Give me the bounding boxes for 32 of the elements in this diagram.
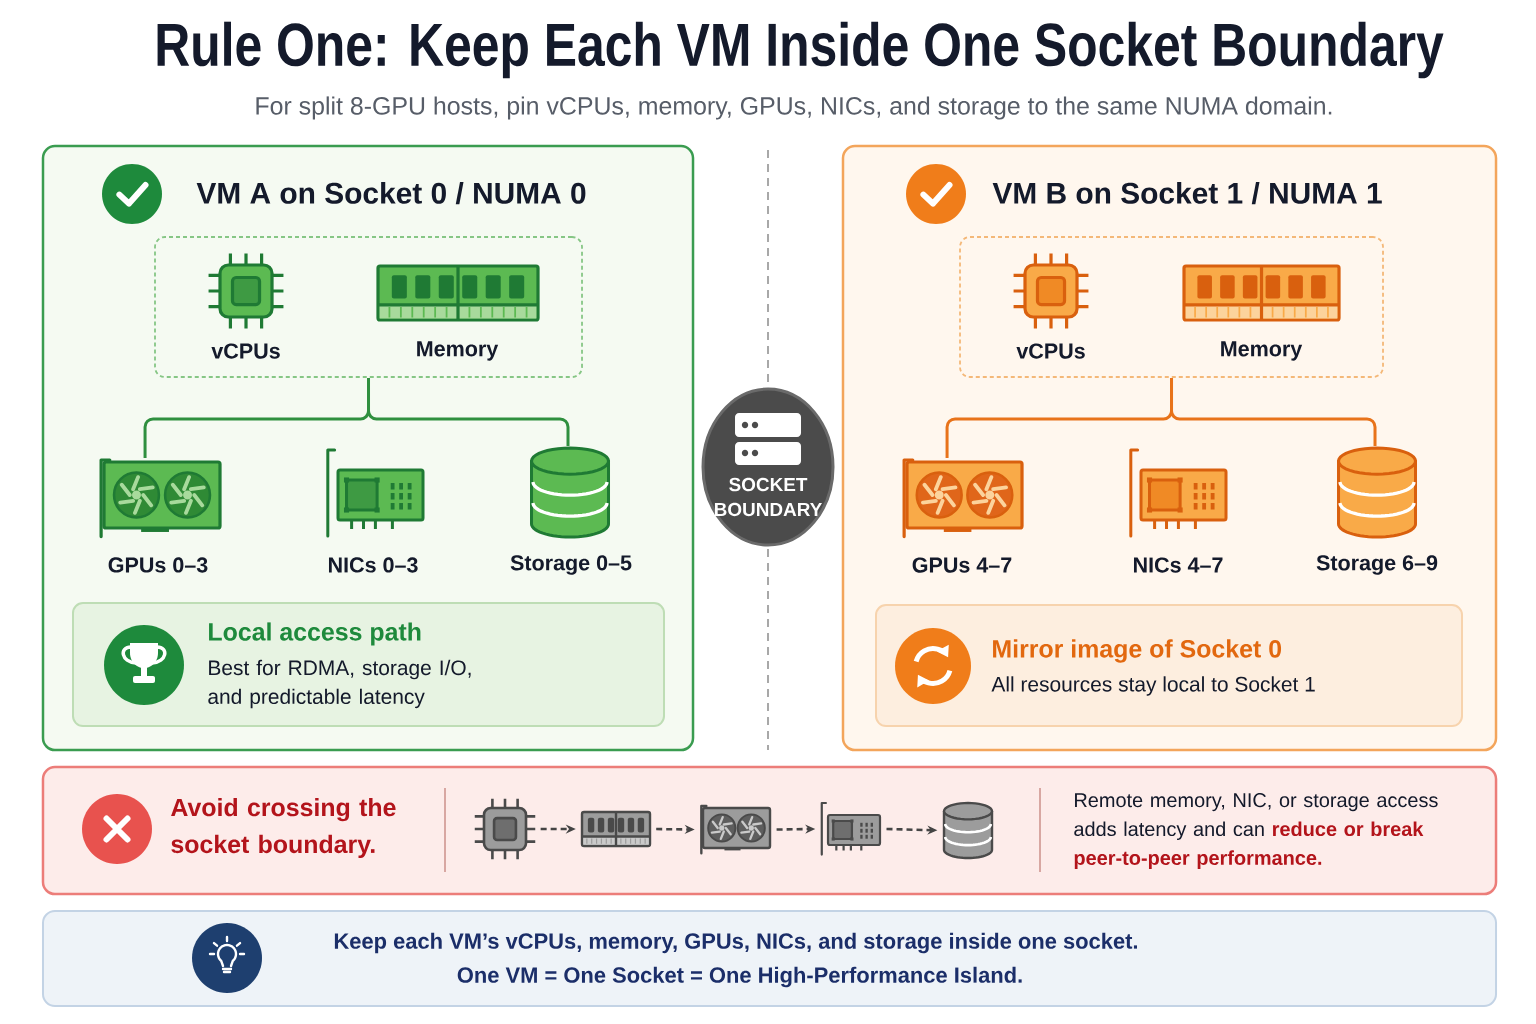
warning-heading: Avoid crossing the socket boundary. (171, 797, 396, 859)
info-text: Best for RDMA, storage I/O, and predictable latency (208, 659, 471, 709)
tip-text: Keep each VM’s vCPUs, memory, GPUs, NICs, and storage inside one socket. (334, 932, 1137, 954)
icon-caption: GPUs 0–3 (108, 557, 208, 573)
icon-caption: Memory (417, 341, 499, 361)
graphics-card-icon (700, 804, 772, 855)
subtitle: For split 8-GPU hosts, pin vCPUs, memory, GPUs, NICs, and storage to the same NUMA domain. (256, 96, 1332, 120)
dashed-box (154, 236, 583, 378)
badge-text: SOCKET BOUNDARY (714, 477, 822, 517)
info-heading: Mirror image of Socket 0 (993, 639, 1282, 663)
connector-line (1170, 377, 1377, 447)
icon-caption: Storage 0–5 (510, 555, 632, 575)
panel-heading: VM A on Socket 0 / NUMA 0 (196, 181, 586, 205)
warning-text: Remote memory, NIC, or storage access adds latency and can reduce or break peer-to-peer performance. (1074, 793, 1438, 869)
icon-caption: vCPUs (211, 343, 280, 359)
memory-module-icon (580, 810, 652, 848)
icon-caption: Memory (1221, 341, 1303, 361)
database-icon (942, 801, 994, 860)
info-text: All resources stay local to Socket 1 (991, 676, 1315, 696)
icon-caption: NICs 0–3 (329, 557, 418, 573)
title: Rule One: Keep Each VM Inside One Socket Boundary (157, 21, 1444, 79)
dashed-box (959, 236, 1384, 378)
icon-caption: GPUs 4–7 (912, 557, 1012, 573)
info-heading: Local access path (209, 622, 421, 646)
network-card-icon (820, 801, 882, 856)
tip-text: One VM = One Socket = One High-Performance Island. (457, 966, 1022, 988)
icon-caption: vCPUs (1016, 343, 1085, 359)
chip-icon (473, 797, 537, 861)
icon-caption: Storage 6–9 (1316, 555, 1438, 575)
icon-caption: NICs 4–7 (1134, 557, 1223, 573)
connector-line (367, 377, 570, 447)
panel-heading: VM B on Socket 1 / NUMA 1 (992, 181, 1382, 205)
